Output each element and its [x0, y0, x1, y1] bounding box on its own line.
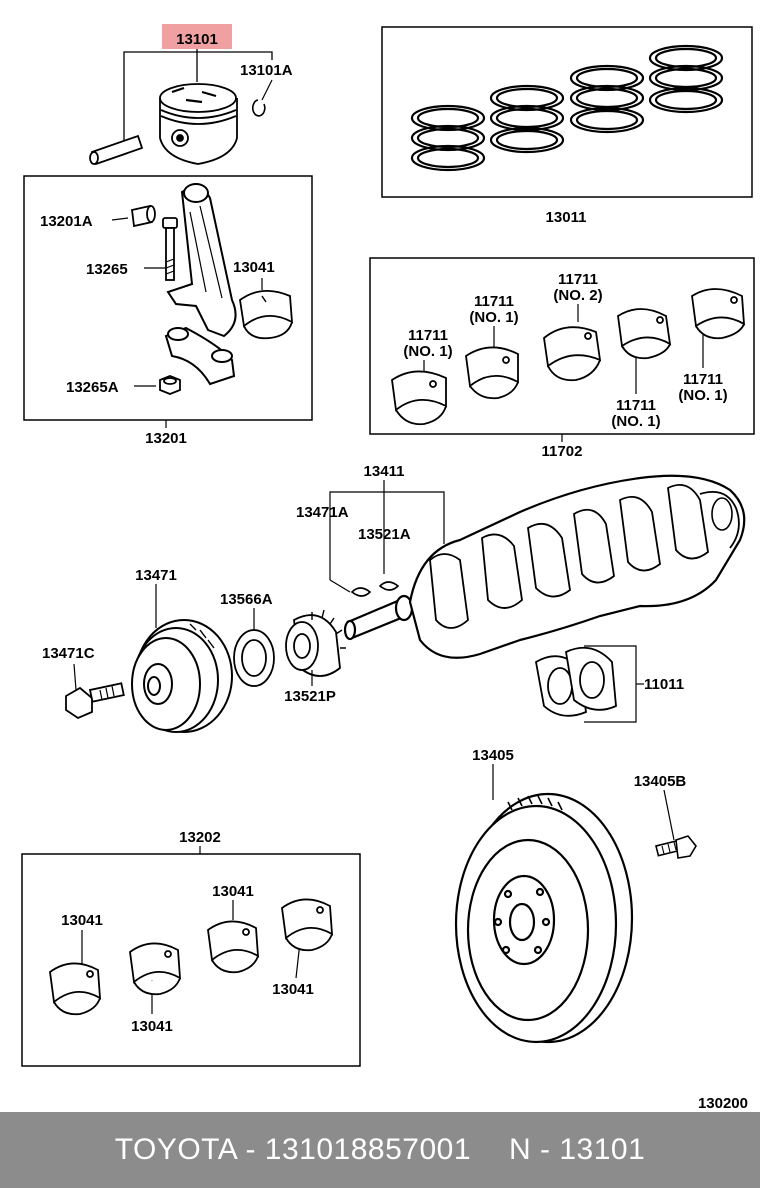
connecting-rod-group: 13201A 13265 13041: [23, 175, 313, 447]
pulley-drawing: [131, 619, 233, 733]
ring-set-drawing: [410, 44, 724, 172]
label-lower-b2[interactable]: 13041: [131, 1018, 173, 1035]
diagram-number: 130200: [698, 1095, 748, 1112]
leader-line: [663, 789, 675, 841]
label-bearing-3[interactable]: 11711: [558, 271, 598, 288]
footer-part-number: TOYOTA - 131018857001: [114, 1133, 472, 1166]
label-11702[interactable]: 11702: [542, 443, 583, 460]
box-13011: [381, 26, 753, 198]
label-13471[interactable]: 13471: [135, 567, 177, 584]
label-13405[interactable]: 13405: [472, 747, 514, 764]
label-13265[interactable]: 13265: [86, 261, 128, 278]
leader-line: [261, 79, 273, 101]
label-lower-b4[interactable]: 13041: [272, 981, 314, 998]
snap-ring-drawing: [251, 99, 266, 117]
leader-line: [329, 491, 445, 580]
front-pulley-group: 13471 13471C 13566A 135: [42, 567, 346, 733]
label-13201[interactable]: 13201: [145, 430, 187, 447]
label-13471A[interactable]: 13471A: [296, 504, 349, 521]
conrod-bolt-drawing: [162, 217, 178, 281]
leader-line: [329, 579, 351, 593]
lower-bearing-group: 13202 13041 13041 13041 13041: [21, 829, 361, 1067]
conrod-cap-drawing: [164, 326, 236, 386]
label-13411[interactable]: 13411: [364, 463, 405, 480]
label-bearing-2[interactable]: 11711: [474, 293, 514, 310]
main-bearing-drawing-1: [391, 370, 447, 426]
label-lower-b3[interactable]: 13041: [212, 883, 254, 900]
label-bearing-4-no[interactable]: (NO. 1): [611, 413, 660, 430]
lower-bearing-drawing-1: [49, 962, 102, 1016]
label-11011[interactable]: 11011: [644, 676, 684, 693]
label-13201A[interactable]: 13201A: [40, 213, 93, 230]
label-bearing-1[interactable]: 11711: [408, 327, 448, 344]
label-bearing-5-no[interactable]: (NO. 1): [678, 387, 727, 404]
oil-slinger-drawing: [233, 629, 275, 687]
label-13405B[interactable]: 13405B: [634, 773, 687, 790]
label-bearing-4[interactable]: 11711: [616, 397, 656, 414]
label-bearing-2-no[interactable]: (NO. 1): [469, 309, 518, 326]
lower-bearing-drawing-4: [281, 898, 334, 952]
woodruff-keys-drawing: [350, 581, 400, 597]
crankshaft-group: 13411 13471A 13521A: [296, 463, 746, 723]
main-bearing-drawing-4: [617, 308, 672, 360]
label-bearing-1-no[interactable]: (NO. 1): [403, 343, 452, 360]
footer-bar: TOYOTA - 131018857001 N - 13101: [0, 1112, 760, 1188]
label-13101A[interactable]: 13101A: [240, 62, 293, 79]
main-bearing-drawing-2: [465, 346, 519, 400]
main-bearing-group: 11711 (NO. 1) 11711 (NO. 1) 11711 (NO. 2…: [369, 257, 755, 460]
label-13011[interactable]: 13011: [546, 209, 587, 226]
conrod-nut-drawing: [159, 375, 181, 395]
crankshaft-drawing: [343, 474, 746, 659]
footer-reference: N - 13101: [509, 1133, 646, 1166]
timing-gear-drawing: [285, 609, 346, 677]
conrod-bearing-drawing: [239, 290, 294, 340]
box-13201: [23, 175, 313, 421]
parts-diagram: 13101 13101A: [21, 24, 755, 1112]
label-13471C[interactable]: 13471C: [42, 645, 95, 662]
label-13101[interactable]: 13101: [176, 31, 218, 48]
label-13566A[interactable]: 13566A: [220, 591, 273, 608]
main-bearing-drawing-5: [691, 288, 746, 340]
lower-bearing-drawing-3: [207, 920, 260, 974]
leader-line: [73, 663, 77, 691]
leader-line: [111, 217, 129, 221]
box-13202: [21, 853, 361, 1067]
main-bearing-drawing-3: [543, 326, 602, 382]
flywheel-bolt-drawing: [655, 835, 697, 859]
conrod-drawing: [166, 183, 237, 338]
piston-ring-set-group: 13011: [381, 26, 753, 226]
label-13521A[interactable]: 13521A: [358, 526, 411, 543]
piston-group: 13101 13101A: [89, 24, 293, 166]
bushing-drawing: [131, 204, 156, 228]
leader-line: [123, 51, 273, 150]
flywheel-group: 13405 13405B: [454, 747, 697, 1044]
label-lower-b1[interactable]: 13041: [61, 912, 103, 929]
thrust-washer-drawing: [535, 646, 617, 717]
label-13041-conrod[interactable]: 13041: [233, 259, 275, 276]
piston-drawing: [159, 83, 238, 165]
pulley-bolt-drawing: [65, 682, 125, 720]
piston-pin-drawing: [89, 134, 144, 166]
label-13265A[interactable]: 13265A: [66, 379, 119, 396]
label-13521P[interactable]: 13521P: [284, 688, 336, 705]
label-bearing-5[interactable]: 11711: [683, 371, 723, 388]
part-highlight-13101: [162, 24, 232, 49]
flywheel-drawing: [454, 792, 634, 1044]
label-bearing-3-no[interactable]: (NO. 2): [553, 287, 602, 304]
lower-bearing-drawing-2: [129, 942, 182, 996]
label-13202[interactable]: 13202: [179, 829, 221, 846]
